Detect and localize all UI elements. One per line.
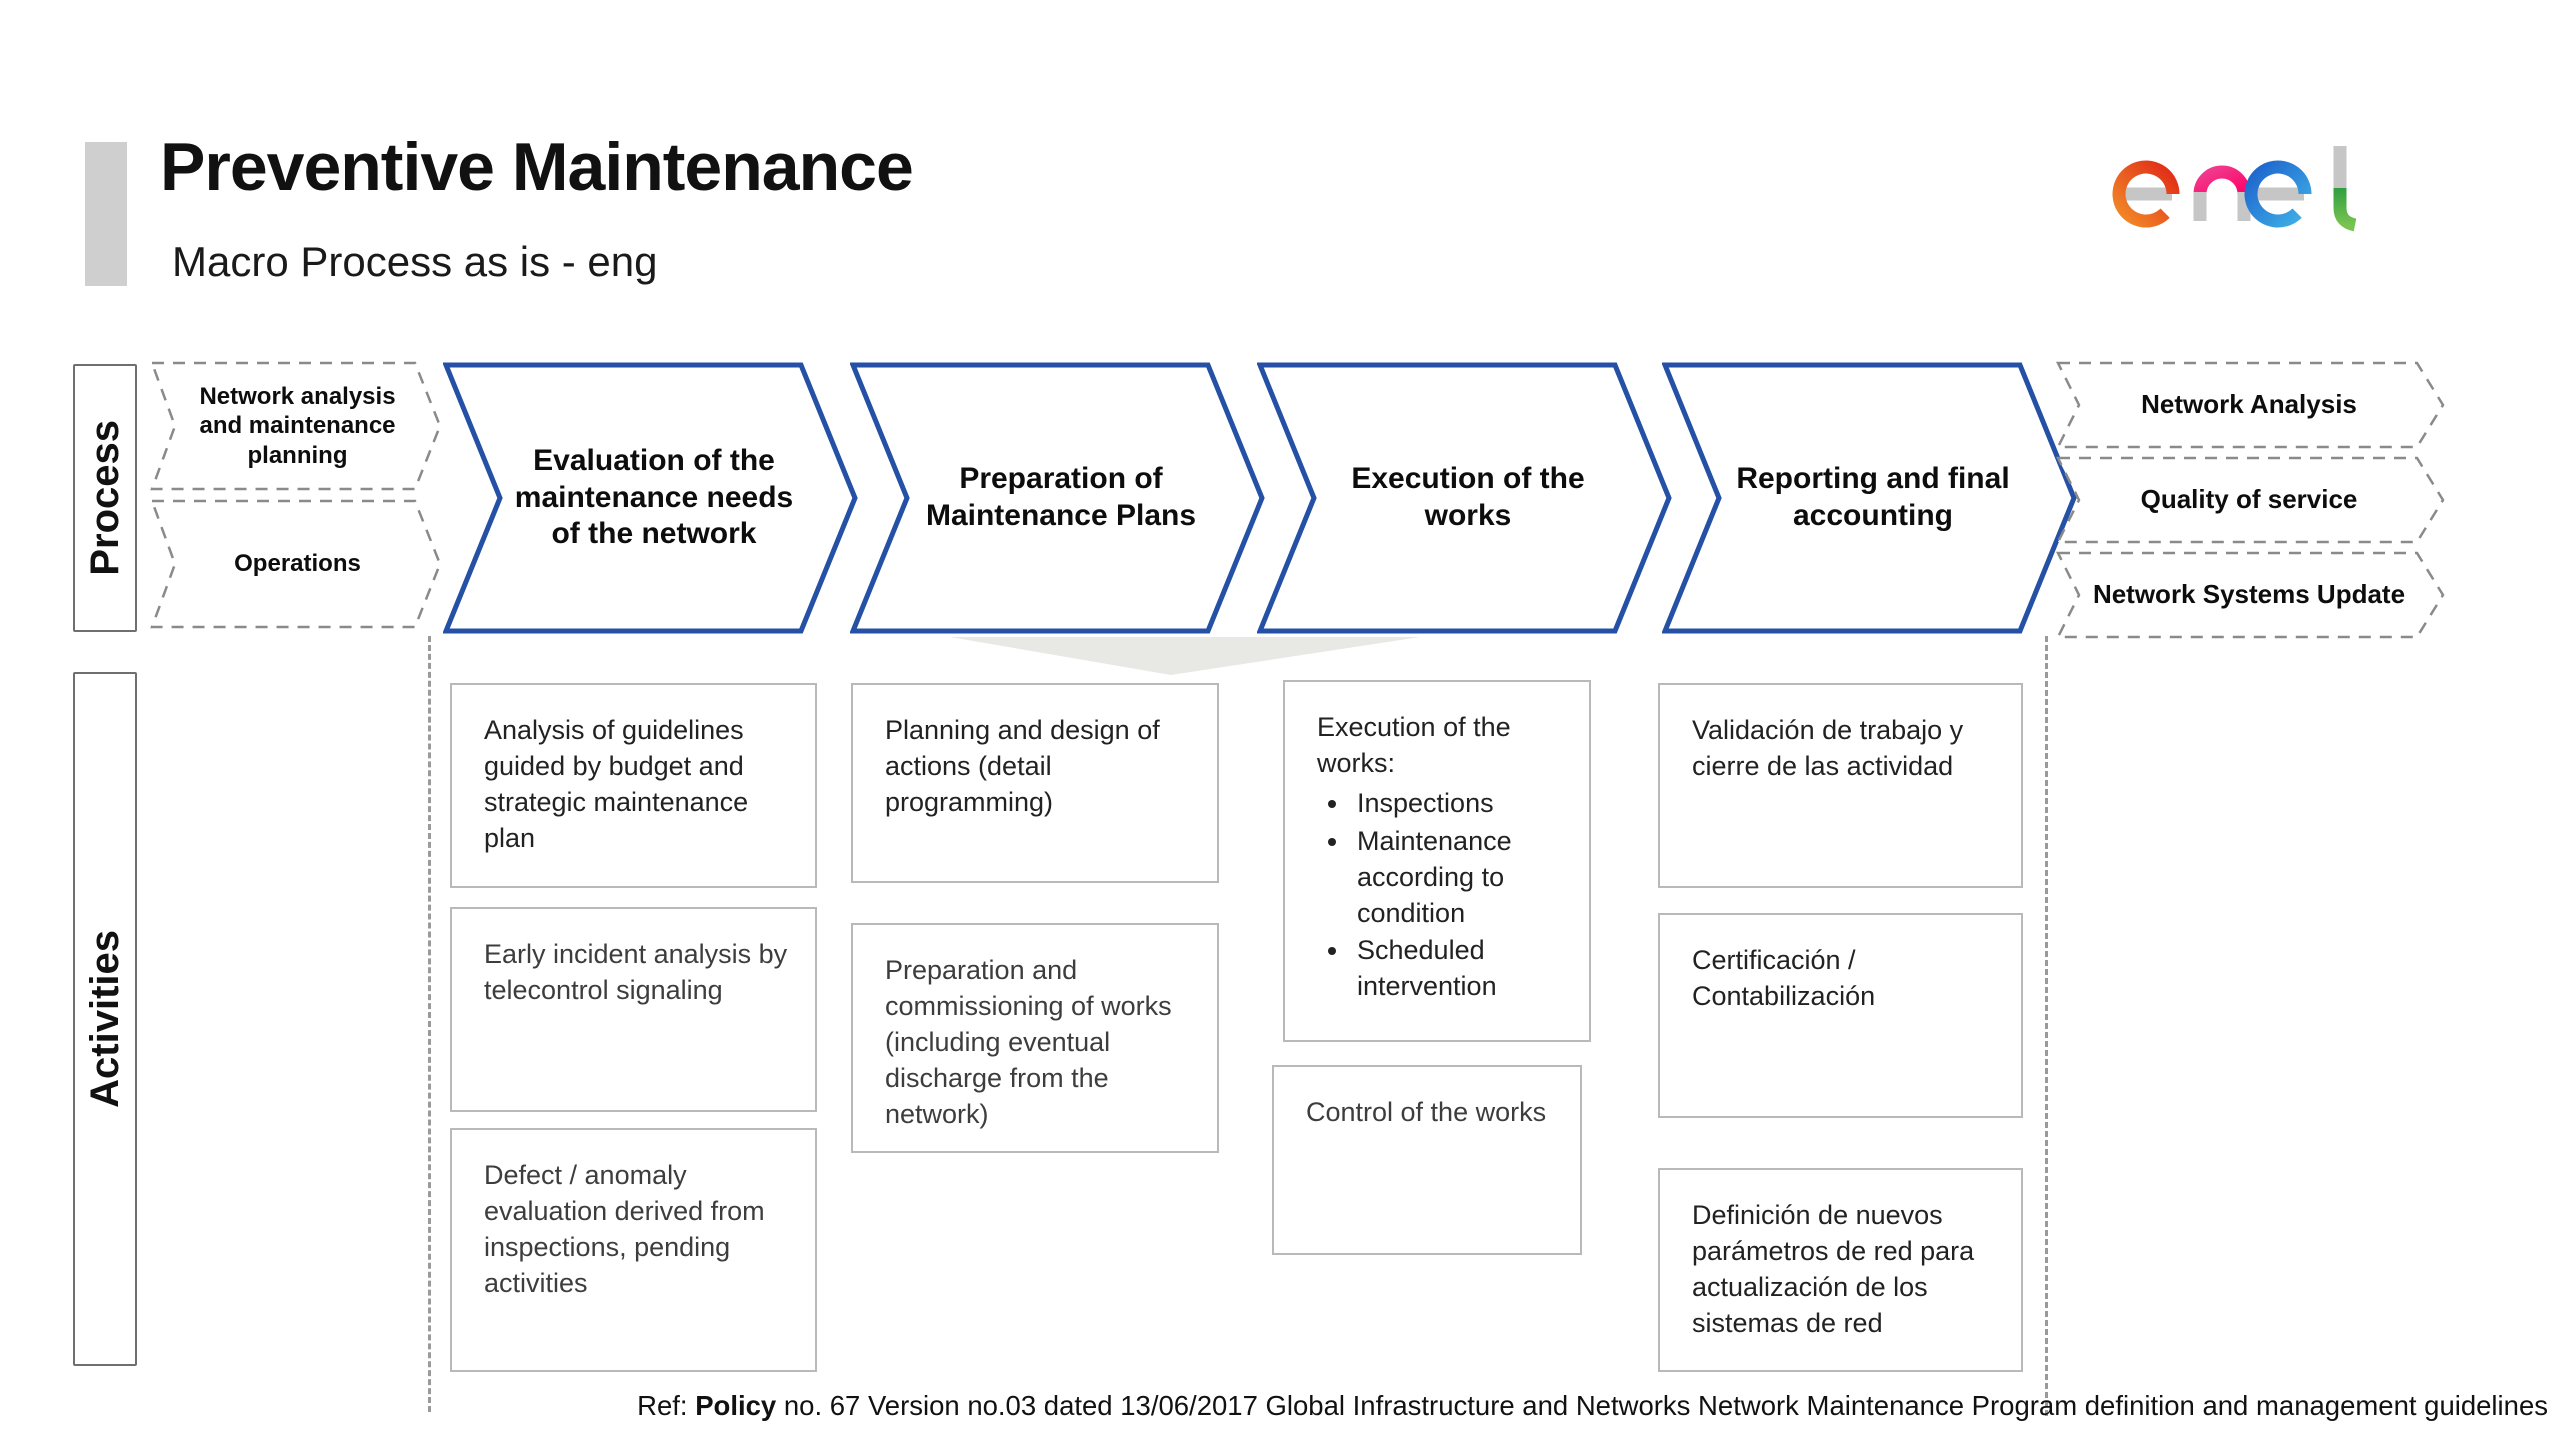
footer-ref-label: Ref:: [637, 1390, 696, 1421]
post-step-label-2: Quality of service: [2140, 484, 2358, 515]
pre-step-chevron-1: Network analysis and maintenance plannin…: [150, 361, 442, 491]
process-step-label-4: Reporting and final accounting: [1736, 462, 2010, 532]
post-step-label-3: Network Systems Update: [2092, 579, 2406, 610]
dashed-guide-line-left: [428, 636, 431, 1412]
activity-box-definicion-parametros: Definición de nuevos parámetros de red p…: [1658, 1168, 2023, 1372]
process-step-chevron-3: Execution of the works: [1257, 362, 1672, 634]
pre-step-label-2: Operations: [234, 550, 361, 578]
activity-box-defect-anomaly: Defect / anomaly evaluation derived from…: [450, 1128, 817, 1372]
enel-logo-icon: [2112, 132, 2392, 244]
process-row-label: Process: [73, 364, 137, 632]
pre-step-chevron-2: Operations: [150, 499, 442, 629]
process-step-label-1: Evaluation of the maintenance needs of t…: [514, 444, 794, 551]
pre-step-label-1: Network analysis and maintenance plannin…: [199, 383, 396, 469]
page-title: Preventive Maintenance: [160, 129, 914, 205]
process-step-label-3: Execution of the works: [1351, 462, 1585, 532]
execution-bullet: Inspections: [1351, 786, 1575, 822]
activity-box-preparation-commissioning: Preparation and commissioning of works (…: [851, 923, 1219, 1153]
activities-row-label: Activities: [73, 672, 137, 1366]
activity-box-validacion: Validación de trabajo y cierre de las ac…: [1658, 683, 2023, 888]
post-step-chevron-2: Quality of service: [2056, 456, 2446, 544]
post-step-label-1: Network Analysis: [2141, 389, 2357, 420]
activity-box-execution-works: Execution of the works: Inspections Main…: [1283, 680, 1591, 1042]
activities-row-label-text: Activities: [82, 930, 127, 1108]
activity-box-planning-design: Planning and design of actions (detail p…: [851, 683, 1219, 883]
process-step-chevron-2: Preparation of Maintenance Plans: [850, 362, 1265, 634]
activity-box-control-works: Control of the works: [1272, 1065, 1582, 1255]
shadow-wedge: [950, 637, 1420, 675]
execution-works-bullet-list: Inspections Maintenance according to con…: [1317, 786, 1575, 1005]
post-step-chevron-3: Network Systems Update: [2056, 551, 2446, 639]
title-accent-bar: [85, 142, 127, 286]
post-step-chevron-1: Network Analysis: [2056, 361, 2446, 449]
activity-box-early-incident: Early incident analysis by telecontrol s…: [450, 907, 817, 1112]
execution-bullet: Maintenance according to condition: [1351, 824, 1575, 932]
footer-reference: Ref: Policy no. 67 Version no.03 dated 1…: [637, 1390, 2548, 1422]
activity-box-certificacion: Certificación / Contabilización: [1658, 913, 2023, 1118]
dashed-guide-line-right: [2045, 636, 2048, 1416]
execution-bullet: Scheduled intervention: [1351, 933, 1575, 1005]
process-step-chevron-4: Reporting and final accounting: [1662, 362, 2077, 634]
activity-box-analysis-guidelines: Analysis of guidelines guided by budget …: [450, 683, 817, 888]
process-row-label-text: Process: [82, 420, 127, 576]
process-step-chevron-1: Evaluation of the maintenance needs of t…: [443, 362, 858, 634]
footer-policy-bold: Policy: [695, 1390, 777, 1421]
execution-works-title: Execution of the works:: [1317, 712, 1511, 778]
page-subtitle: Macro Process as is - eng: [172, 238, 658, 285]
footer-ref-text: no. 67 Version no.03 dated 13/06/2017 Gl…: [776, 1390, 2548, 1421]
process-step-label-2: Preparation of Maintenance Plans: [925, 462, 1197, 532]
